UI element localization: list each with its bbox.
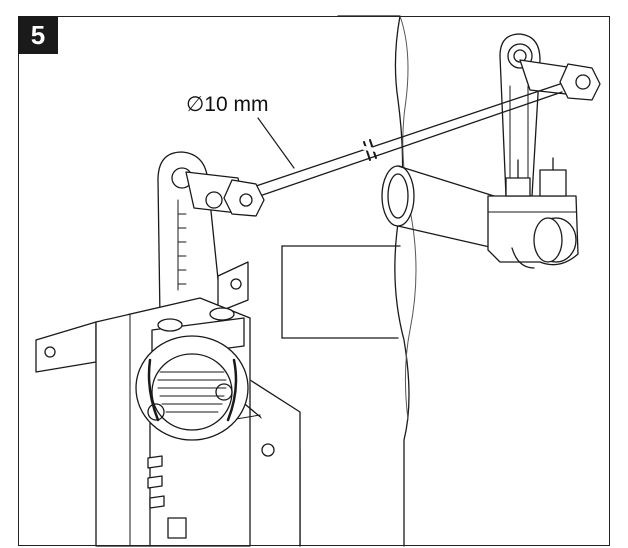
left-rod-clamp <box>185 171 265 217</box>
dimension-leader-line <box>257 117 295 169</box>
right-lever-bracket <box>487 33 579 269</box>
right-rod-clamp <box>519 59 601 101</box>
rod-diameter-label: ∅10 mm <box>186 93 269 116</box>
actuator-housing <box>95 297 301 547</box>
mounting-bracket <box>35 261 249 373</box>
connecting-rod <box>243 83 563 201</box>
step-number-badge: 5 <box>18 16 58 54</box>
figure-frame <box>18 16 610 546</box>
damper-shaft-cylinder <box>381 165 495 249</box>
